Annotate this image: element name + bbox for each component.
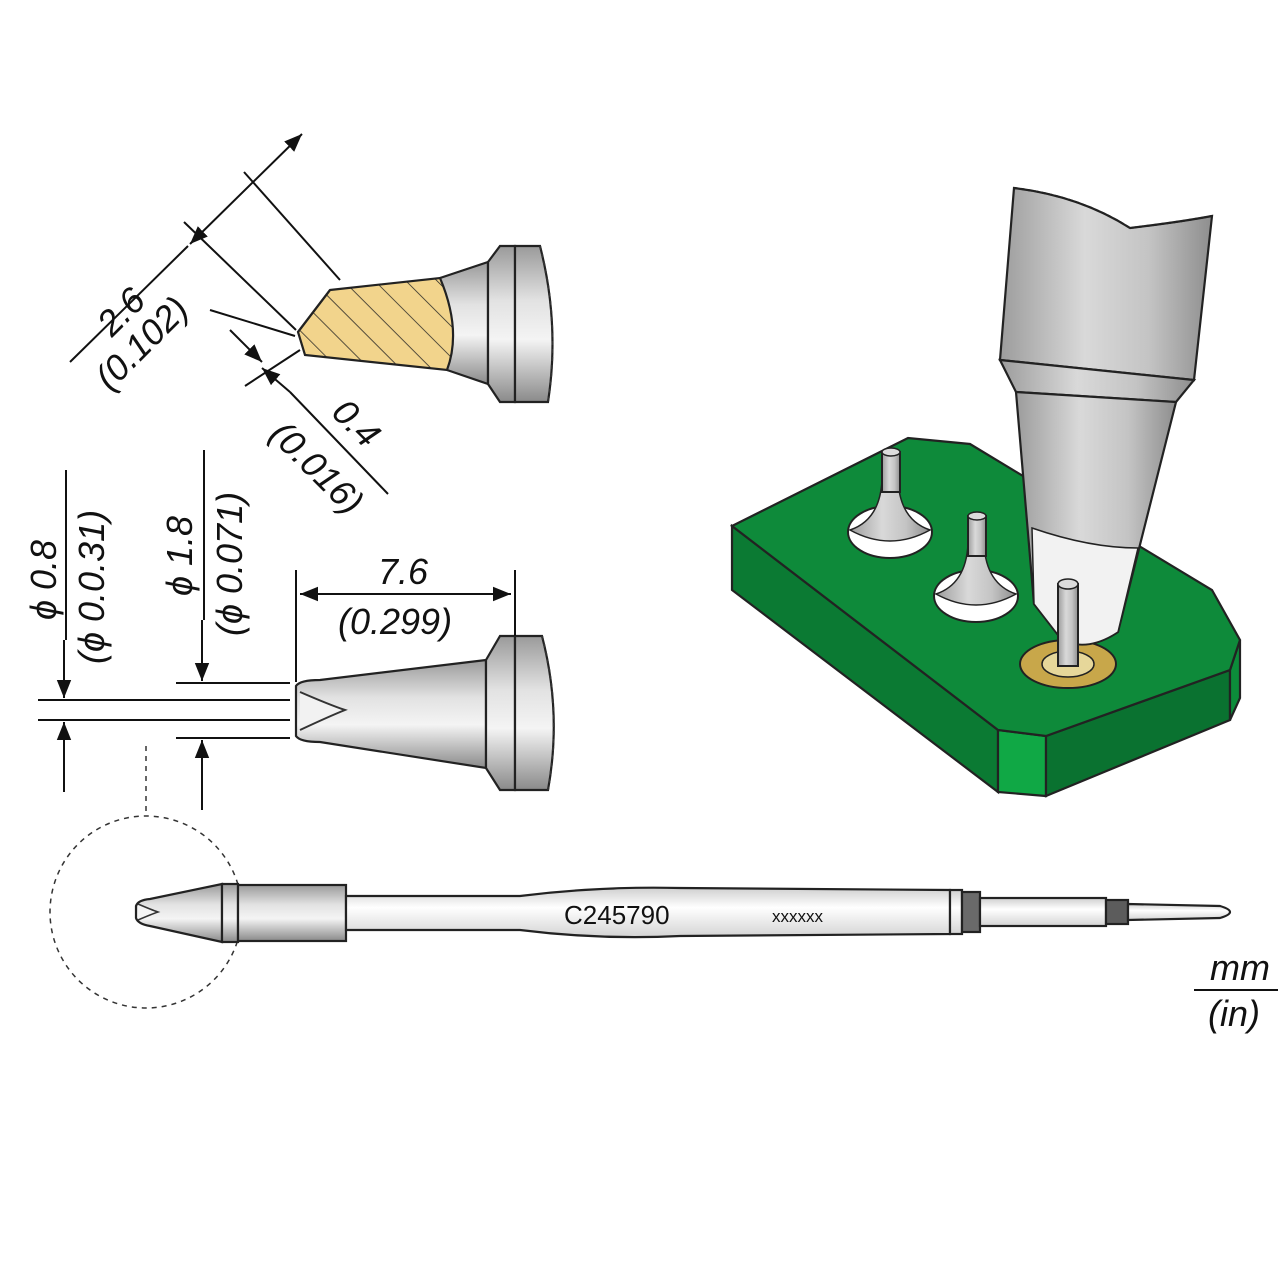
- part-number: C245790: [564, 900, 670, 930]
- cartridge-band: [960, 890, 982, 934]
- component-lead-1: [881, 451, 901, 493]
- pcb-illustration: [729, 186, 1242, 798]
- units-legend: mm (in): [1194, 947, 1278, 1034]
- cartridge-connector-band: [1104, 898, 1130, 926]
- unit-in: (in): [1208, 993, 1260, 1034]
- side-tip-barrel: [513, 634, 555, 792]
- side-tip-collar: [484, 634, 517, 792]
- unit-mm: mm: [1210, 947, 1270, 988]
- cartridge-drawing: C245790 xxxxxx: [49, 746, 1232, 1009]
- cartridge-connector-pin: [1126, 902, 1232, 922]
- component-lead-3: [1057, 583, 1079, 667]
- edge-width-mm: 0.4: [324, 391, 388, 455]
- top-tip-barrel: [513, 244, 554, 404]
- component-lead-2: [967, 515, 987, 557]
- outer-diameter-mm: ϕ 1.8: [159, 516, 200, 596]
- top-tip-detail: 2.6 (0.102) 0.4 (0.016): [69, 133, 554, 522]
- cartridge-sleeve: [236, 883, 348, 943]
- top-tip-collar: [486, 244, 517, 404]
- hole-diameter-mm: ϕ 0.8: [23, 540, 64, 620]
- hole-diameter-in: (ϕ 0.0.31): [71, 510, 112, 664]
- taper-length-mm: 7.6: [378, 551, 429, 592]
- cartridge-collar: [220, 882, 240, 944]
- outer-diameter-in: (ϕ 0.071): [209, 492, 250, 636]
- taper-length-in: (0.299): [338, 601, 452, 642]
- side-tip-detail: 7.6 (0.299) ϕ 0.8 (ϕ 0.0.31) ϕ 1.8 (ϕ 0.…: [23, 450, 555, 810]
- serial-placeholder: xxxxxx: [772, 907, 824, 926]
- tool-shaft: [998, 186, 1214, 382]
- tinned-bevel-face: [296, 276, 455, 372]
